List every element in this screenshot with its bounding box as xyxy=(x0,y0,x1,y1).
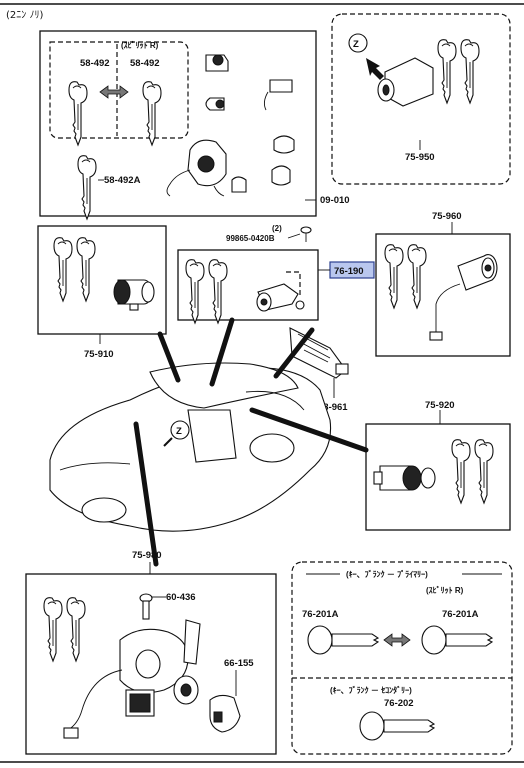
label-58-492a: 58-492A xyxy=(104,175,141,186)
car-zone-marker-letter: Z xyxy=(176,426,182,437)
label-99865: 99865-0420B xyxy=(226,234,275,243)
label-58-961: 58-961 xyxy=(318,402,348,413)
label-66-155: 66-155 xyxy=(224,658,254,669)
door-lock-set-icon xyxy=(166,54,295,197)
label-76-201a-a: 76-201A xyxy=(302,609,339,620)
box-key-blanks xyxy=(291,561,513,755)
interchange-arrow-icon xyxy=(99,85,129,99)
direction-arrow-icon xyxy=(366,58,384,80)
box-75-910 xyxy=(37,225,167,335)
key-blank-secondary xyxy=(359,711,436,741)
pointer-lines xyxy=(133,317,369,567)
label-99865-qty: (2) xyxy=(272,224,282,233)
interchange-arrow-bottom-icon xyxy=(383,633,411,647)
label-75-980: 75-980 xyxy=(132,550,162,561)
label-60-436: 60-436 xyxy=(166,592,196,603)
door-handle-58-961 xyxy=(289,327,349,379)
key-blank-primary-b xyxy=(421,625,494,655)
label-58-492-b: 58-492 xyxy=(130,58,160,69)
bolt-icon xyxy=(139,593,153,620)
label-75-960: 75-960 xyxy=(432,211,462,222)
car-zone-marker-icon xyxy=(170,420,190,440)
zone-marker-letter: Z xyxy=(353,39,359,50)
label-58-492-a: 58-492 xyxy=(80,58,110,69)
label-76-190[interactable]: 76-190 xyxy=(334,266,364,277)
label-split-r-top: (ｽﾋﾟﾘｯﾄ R) xyxy=(121,40,159,50)
box-75-960 xyxy=(375,222,511,357)
box-75-950: Z xyxy=(331,13,511,185)
label-75-910: 75-910 xyxy=(84,349,114,360)
box-76-190 xyxy=(177,249,319,324)
label-75-950: 75-950 xyxy=(405,152,435,163)
label-key-blank-primary: (ｷｰ、ﾌﾞﾗﾝｸ － ﾌﾟﾗｲﾏﾘｰ) xyxy=(346,569,428,579)
label-76-201a-b: 76-201A xyxy=(442,609,479,620)
header-note: (2ﾆﾝ ﾉﾘ) xyxy=(6,10,43,21)
box-09-010 xyxy=(39,30,317,220)
box-75-980 xyxy=(25,573,277,755)
label-75-920: 75-920 xyxy=(425,400,455,411)
label-key-blank-secondary: (ｷｰ、ﾌﾞﾗﾝｸ － ｾｺﾝﾀﾞﾘｰ) xyxy=(330,685,412,695)
key-blank-primary-a xyxy=(307,625,380,655)
zone-marker-icon xyxy=(348,33,368,53)
switch-66-155 xyxy=(209,694,241,733)
car-illustration: Z xyxy=(49,362,332,532)
screw-icon xyxy=(300,226,312,242)
label-09-010: 09-010 xyxy=(320,195,350,206)
label-76-202: 76-202 xyxy=(384,698,414,709)
label-split-r-bottom: (ｽﾋﾟﾘｯﾄ R) xyxy=(426,585,464,595)
box-75-920 xyxy=(365,423,511,531)
